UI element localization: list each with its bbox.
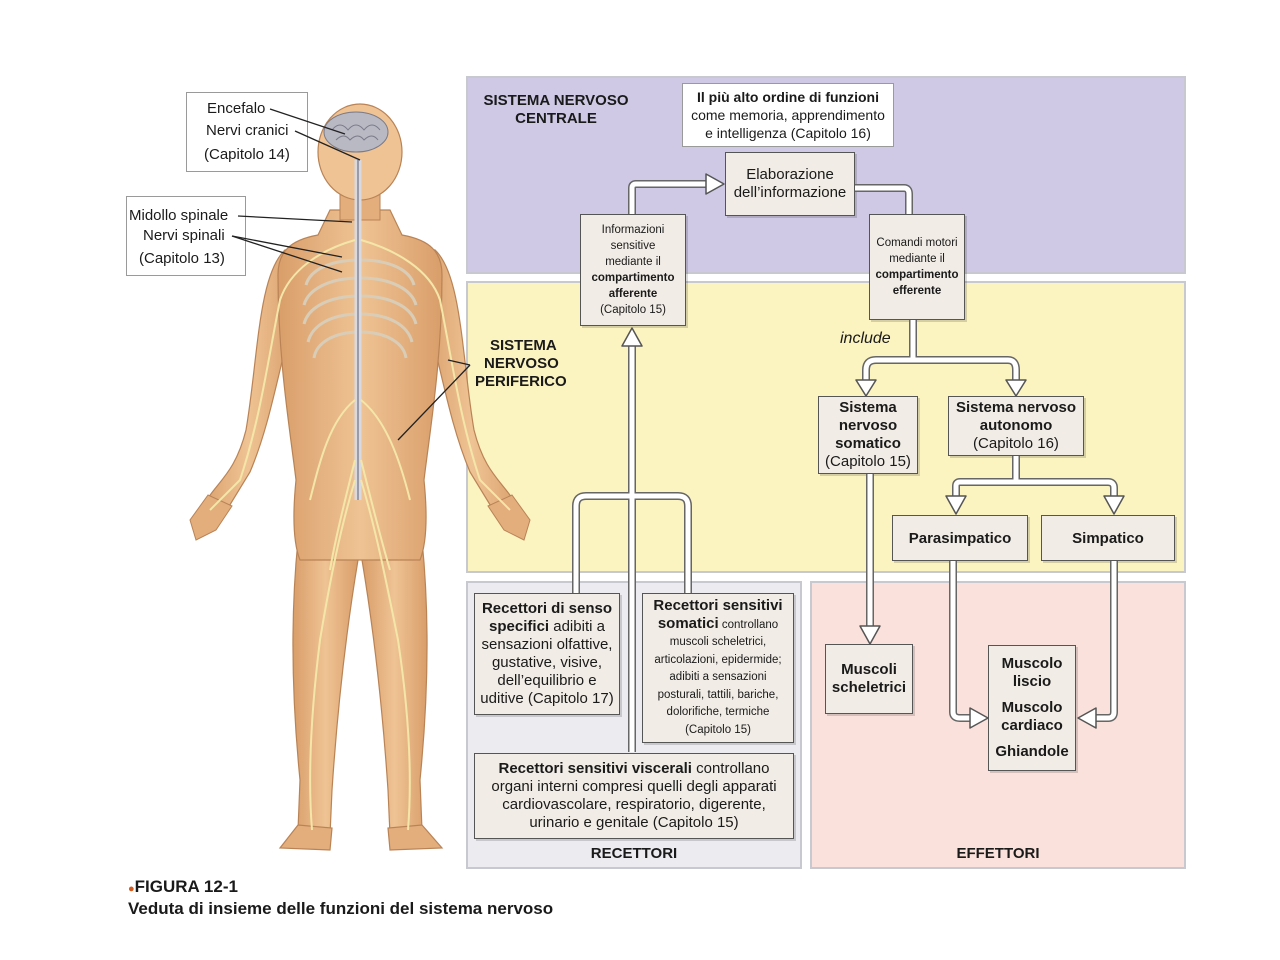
pns-label-2: NERVOSO [484,355,559,372]
somatic-receptors-box: Recettori sensitivi somatici controllano… [642,593,794,743]
afferent-line-2: sensitive [610,240,656,252]
autonomic-line-1: Sistema nervoso [955,399,1077,416]
pns-label-1: SISTEMA [490,337,557,354]
includes-label: include [840,330,891,347]
afferent-line-3: mediante il [605,256,661,268]
somatic-receptors-text-2: controllano [718,618,779,631]
somatic-line-2: nervoso [838,417,898,434]
smooth-cardiac-glands-box: Muscolo liscio Muscolo cardiaco Ghiandol… [988,645,1076,771]
sympathetic-label: Simpatico [1072,529,1144,547]
brain-label: Encefalo [207,100,266,117]
skeletal-muscles-line-1: Muscoli [841,661,897,678]
figure-bullet-icon: ● [128,883,135,895]
efferent-line-2: mediante il [889,253,945,265]
special-receptors-line-2: specifici adibiti a [489,618,605,636]
smooth-muscle-line-2: liscio [1012,673,1052,690]
higher-functions-line-2: come memoria, apprendimento [691,107,885,123]
special-receptors-line-1: Recettori di senso [481,600,613,617]
cranial-nerves-label: Nervi cranici [206,122,289,139]
somatic-receptors-line-1: Recettori sensitivi [653,596,783,614]
effectors-title: EFFETTORI [956,845,1040,862]
somatic-receptors-line-2: somatici controllano [658,615,778,635]
parasympathetic-box: Parasimpatico [892,515,1028,561]
special-receptors-line-6: uditive (Capitolo 17) [480,690,614,707]
spinal-label-box [126,196,246,276]
visceral-receptors-bold-1: Recettori sensitivi viscerali [498,760,692,777]
somatic-receptors-line-6: posturali, tattili, bariche, [657,688,779,701]
somatic-receptors-line-5: adibiti a sensazioni [669,671,767,684]
pns-label-3: PERIFERICO [475,373,567,390]
somatic-receptors-bold-2: somatici [657,614,719,632]
special-sense-receptors-box: Recettori di senso specifici adibiti a s… [474,593,620,715]
figure-number: ●FIGURA 12-1 [128,877,238,897]
autonomic-nervous-system-box: Sistema nervoso autonomo (Capitolo 16) [948,396,1084,456]
glands-line: Ghiandole [995,743,1069,760]
figure-number-text: FIGURA 12-1 [134,877,238,896]
human-nervous-system-illustration [189,103,531,851]
efferent-line-3: compartimento [875,269,959,281]
cns-title-line-1: SISTEMA NERVOSO [483,92,629,109]
somatic-line-4: (Capitolo 15) [825,453,911,470]
higher-functions-box: Il più alto ordine di funzioni come memo… [682,83,894,147]
processing-line-2: dell’informazione [733,184,847,201]
cns-title-line-2: CENTRALE [515,110,597,127]
somatic-receptors-line-7: dolorifiche, termiche [666,706,770,719]
visceral-receptors-box: Recettori sensitivi viscerali controllan… [474,753,794,839]
visceral-receptors-line-4: urinario e genitale (Capitolo 15) [529,814,739,831]
visceral-receptors-line-1: Recettori sensitivi viscerali controllan… [499,760,770,778]
processing-line-1: Elaborazione [746,166,834,183]
sympathetic-box: Simpatico [1041,515,1175,561]
special-receptors-line-5: dell’equilibrio e [497,672,597,689]
cardiac-muscle-line-2: cardiaco [1001,717,1063,734]
spinal-cord-label: Midollo spinale [129,207,229,224]
brain-label-box [186,92,308,172]
visceral-receptors-line-3: cardiovascolare, respiratorio, digerente… [502,796,766,813]
somatic-line-3: somatico [835,435,901,452]
efferent-line-1: Comandi motori [876,237,958,249]
somatic-receptors-line-4: articolazioni, epidermide; [654,653,782,666]
somatic-line-1: Sistema [839,399,897,416]
processing-box: Elaborazione dell’informazione [725,152,855,216]
higher-functions-line-1: Il più alto ordine di funzioni [697,89,879,105]
spinal-nerves-label: Nervi spinali [143,227,225,244]
afferent-line-1: Informazioni [601,224,665,236]
cns-title: SISTEMA NERVOSO CENTRALE [476,92,636,128]
special-receptors-line-4: gustative, visive, [491,654,603,671]
afferent-line-4: compartimento [591,272,675,284]
somatic-receptors-line-3: muscoli scheletrici, [669,636,767,649]
skeletal-muscles-box: Muscoli scheletrici [825,644,913,714]
somatic-nervous-system-box: Sistema nervoso somatico (Capitolo 15) [818,396,918,474]
special-receptors-line-3: sensazioni olfattive, [481,636,613,653]
autonomic-line-3: (Capitolo 16) [973,435,1059,452]
special-receptors-text-2: adibiti a [549,618,605,635]
smooth-muscle-line-1: Muscolo [1001,655,1063,672]
spinal-chapter-label: (Capitolo 13) [139,250,225,267]
afferent-box: Informazioni sensitive mediante il compa… [580,214,686,326]
somatic-receptors-line-8: (Capitolo 15) [685,723,751,736]
afferent-line-6: (Capitolo 15) [600,304,666,316]
visceral-receptors-line-2: organi interni compresi quelli degli app… [491,778,777,795]
efferent-box: Comandi motori mediante il compartimento… [869,214,965,320]
efferent-line-4: efferente [892,285,942,297]
autonomic-line-2: autonomo [979,417,1053,434]
receptors-title: RECETTORI [590,845,678,862]
cardiac-muscle-line-1: Muscolo [1001,699,1063,716]
higher-functions-line-3: e intelligenza (Capitolo 16) [705,125,871,141]
brain-chapter-label: (Capitolo 14) [204,146,290,163]
visceral-receptors-text-1: controllano [691,760,770,777]
skeletal-muscles-line-2: scheletrici [831,679,907,696]
figure-caption: Veduta di insieme delle funzioni del sis… [128,899,554,918]
parasympathetic-label: Parasimpatico [908,529,1012,547]
special-receptors-bold-2: specifici [489,618,550,635]
afferent-line-5: afferente [608,288,658,300]
